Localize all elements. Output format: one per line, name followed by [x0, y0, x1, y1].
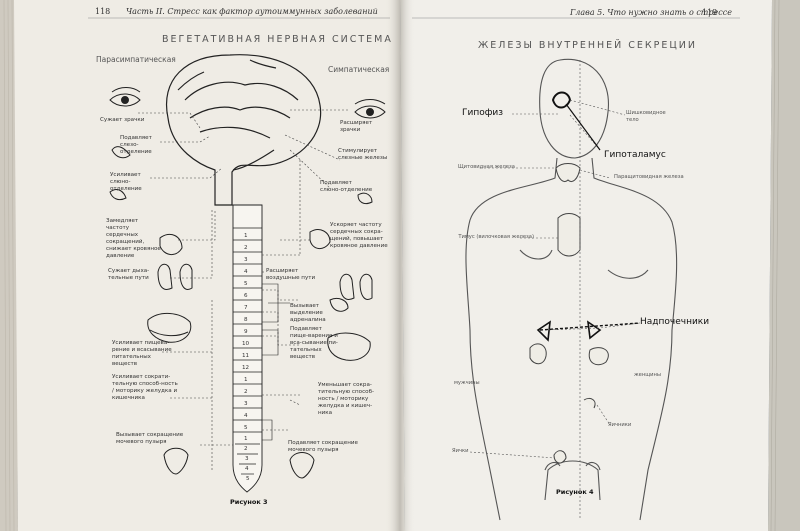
para-label: Усиливает слюно-отделение [110, 172, 142, 192]
para-label: Сужает дыха-тельные пути [108, 268, 150, 281]
symp-label: Стимулирует слезные железы [338, 148, 388, 161]
vertebra-label: 12 [242, 365, 250, 371]
para-label: Усиливает пищева-рение и всасывание пита… [112, 340, 172, 367]
para-label: Вызывает сокращение мочевого пузыря [116, 432, 184, 445]
para-label: Замедляет частоту сердечных сокращений, … [106, 218, 161, 259]
vertebra-label: 2 [244, 245, 248, 251]
symp-label: Вызывает выделение адреналина [290, 303, 326, 323]
vertebra-label: 2 [244, 446, 248, 452]
left-running-header: Часть II. Стресс как фактор аутоиммунных… [126, 7, 378, 16]
label-adrenals: Надпочечники [640, 317, 710, 327]
vertebra-label: 10 [242, 341, 250, 347]
label-testes: Яички [452, 448, 469, 454]
symp-label: Расширяет зрачки [340, 120, 373, 133]
vertebra-label: 1 [244, 233, 248, 239]
label-parathyroid: Паращитовидная железа [614, 174, 684, 180]
vertebra-label: 3 [244, 401, 248, 407]
vertebra-label: 5 [246, 476, 250, 482]
symp-label: Подавляет слюно-отделение [320, 180, 373, 193]
right-figure-caption: Рисунок 4 [556, 488, 594, 496]
label-thyroid: Щитовидная железа [458, 164, 515, 170]
symp-label: Расширяет воздушные пути [266, 268, 316, 281]
label-pineal: Шишковидное тело [626, 110, 666, 123]
vertebra-label: 6 [244, 293, 248, 299]
vertebra-label: 4 [244, 269, 248, 275]
vertebra-label: 1 [244, 436, 248, 442]
symp-label: Подавляет пище-варение и вса-сывание пи-… [290, 326, 338, 360]
para-label: Сужает зрачки [100, 117, 145, 123]
vertebra-label: 3 [245, 456, 249, 462]
parasympathetic-heading: Парасимпатическая [96, 55, 176, 64]
symp-label: Уменьшает сокра-тительную способ-ность /… [318, 382, 375, 416]
vertebra-label: 9 [244, 329, 248, 335]
symp-label: Ускоряет частоту сердечных сокра-щений, … [330, 222, 388, 249]
label-male: мужчины [454, 380, 480, 386]
label-female: женщины [634, 372, 662, 378]
vertebra-label: 5 [244, 425, 248, 431]
vertebra-label: 1 [244, 377, 248, 383]
symp-label: Подавляет сокращение мочевого пузыря [288, 440, 358, 453]
vertebra-label: 8 [244, 317, 248, 323]
vertebra-label: 2 [244, 389, 248, 395]
label-hypothalamus: Гипоталамус [604, 150, 666, 160]
left-figure-title: ВЕГЕТАТИВНАЯ НЕРВНАЯ СИСТЕМА [162, 34, 393, 45]
vertebra-label: 7 [244, 305, 248, 311]
sympathetic-heading: Симпатическая [328, 65, 390, 74]
label-pituitary: Гипофиз [462, 108, 504, 118]
right-figure-title: ЖЕЛЕЗЫ ВНУТРЕННЕЙ СЕКРЕЦИИ [478, 40, 697, 51]
right-page-number: 119 [702, 8, 718, 17]
label-ovaries: Яичники [608, 422, 632, 428]
vertebra-label: 5 [244, 281, 248, 287]
vertebra-label: 3 [244, 257, 248, 263]
vertebra-label: 11 [242, 353, 250, 359]
para-label: Усиливает сократи-тельную способ-ность /… [112, 374, 178, 401]
vertebra-label: 4 [245, 466, 249, 472]
vertebra-label: 4 [244, 413, 248, 419]
label-thymus: Тимус (вилочковая железа) [458, 234, 534, 240]
left-figure-caption: Рисунок 3 [230, 498, 268, 506]
left-page-number: 118 [95, 7, 111, 16]
para-label: Подавляет слезо-отделение [120, 135, 152, 155]
right-running-header: Глава 5. Что нужно знать о стрессе [570, 8, 732, 17]
